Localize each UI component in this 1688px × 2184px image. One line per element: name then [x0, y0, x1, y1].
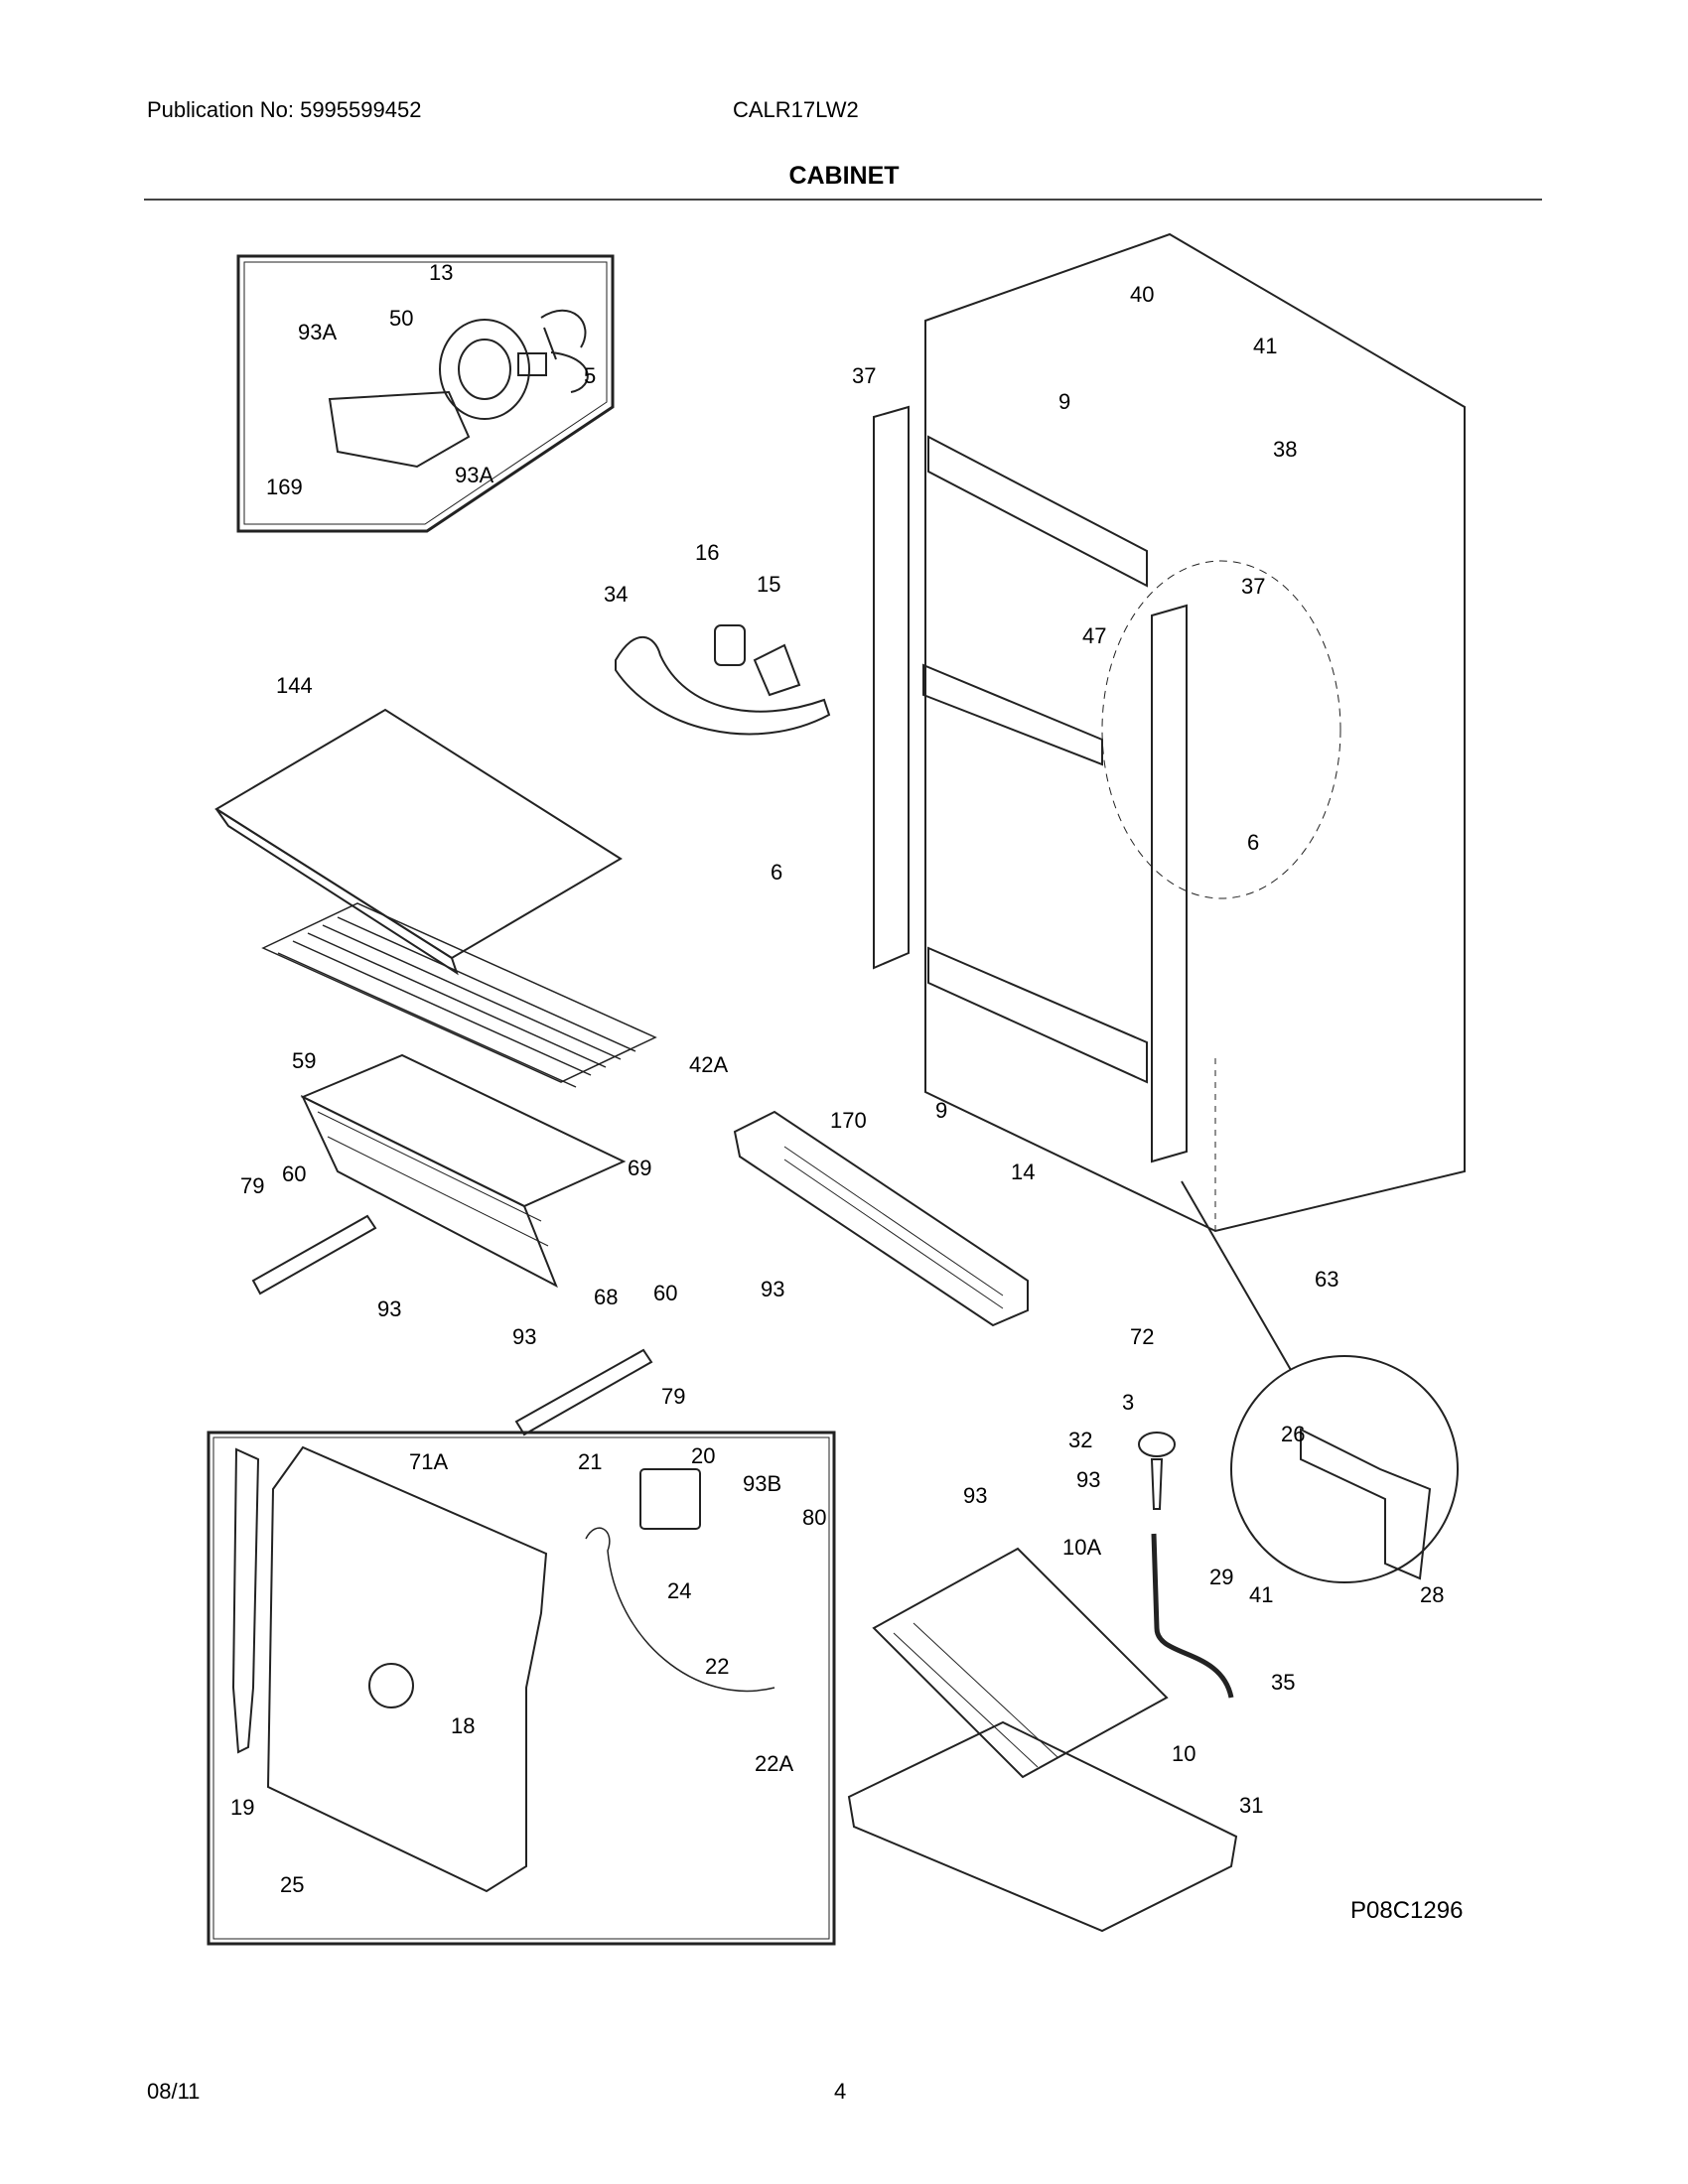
cabinet-body — [924, 232, 1466, 1233]
callout-93: 93 — [1076, 1467, 1100, 1492]
callout-144: 144 — [276, 673, 313, 698]
callout-10: 10 — [1172, 1741, 1196, 1766]
basket-slides-60 — [251, 1214, 653, 1436]
toe-grille-72 — [733, 1110, 1029, 1327]
callout-37: 37 — [1241, 574, 1265, 599]
callout-63: 63 — [1315, 1267, 1338, 1292]
callout-19: 19 — [230, 1795, 254, 1820]
door-frame — [873, 405, 1188, 1163]
callout-42a: 42A — [689, 1052, 728, 1077]
callout-26: 26 — [1281, 1422, 1305, 1446]
callout-3: 3 — [1122, 1390, 1134, 1415]
callout-10a: 10A — [1062, 1535, 1101, 1560]
page-title: CABINET — [788, 162, 900, 190]
callout-24: 24 — [667, 1578, 691, 1603]
callout-13: 13 — [429, 260, 453, 285]
callout-31: 31 — [1239, 1793, 1263, 1818]
callout-93: 93 — [761, 1277, 784, 1301]
light-socket-16-15 — [714, 624, 801, 697]
model-number: CALR17LW2 — [733, 97, 859, 122]
header-rule — [144, 199, 1542, 201]
fan-motor-inset — [236, 254, 615, 533]
evaporator-coil-10 — [872, 1547, 1169, 1779]
callout-72: 72 — [1130, 1324, 1154, 1349]
callout-25: 25 — [280, 1872, 304, 1897]
publication-number: Publication No: 5995599452 — [147, 97, 422, 122]
callout-93: 93 — [377, 1297, 401, 1321]
callout-93a: 93A — [455, 463, 493, 487]
callout-18: 18 — [451, 1713, 475, 1738]
callout-9: 9 — [935, 1098, 947, 1123]
callout-29: 29 — [1209, 1565, 1233, 1589]
callout-20: 20 — [691, 1443, 715, 1468]
callout-170: 170 — [830, 1108, 867, 1133]
callout-16: 16 — [695, 540, 719, 565]
callout-38: 38 — [1273, 437, 1297, 462]
callout-15: 15 — [757, 572, 780, 597]
evaporator-cover-inset — [207, 1431, 836, 1946]
callout-47: 47 — [1082, 623, 1106, 648]
page-number: 4 — [834, 2079, 847, 2104]
callout-169: 169 — [266, 475, 303, 499]
callout-80: 80 — [802, 1505, 826, 1530]
callout-22: 22 — [705, 1654, 729, 1679]
callout-9: 9 — [1058, 389, 1070, 414]
callout-93: 93 — [963, 1483, 987, 1508]
callout-6: 6 — [771, 860, 782, 885]
callout-71a: 71A — [409, 1449, 448, 1474]
publication-date: 08/11 — [147, 2079, 201, 2104]
callout-93b: 93B — [743, 1471, 781, 1496]
callout-35: 35 — [1271, 1670, 1295, 1695]
hinge-detail — [1181, 1180, 1459, 1583]
callout-34: 34 — [604, 582, 628, 607]
callout-37: 37 — [852, 363, 876, 388]
callout-41: 41 — [1249, 1582, 1273, 1607]
drain-pan-31 — [847, 1720, 1238, 1933]
callout-93a: 93A — [298, 320, 337, 344]
callout-79: 79 — [240, 1173, 264, 1198]
handle-34 — [615, 635, 831, 736]
callout-60: 60 — [653, 1281, 677, 1305]
callout-6: 6 — [1247, 830, 1259, 855]
callout-28: 28 — [1420, 1582, 1444, 1607]
callout-22a: 22A — [755, 1751, 793, 1776]
callout-93: 93 — [512, 1324, 536, 1349]
callout-59: 59 — [292, 1048, 316, 1073]
callout-41: 41 — [1253, 334, 1277, 358]
callout-60: 60 — [282, 1161, 306, 1186]
callout-5: 5 — [584, 363, 596, 388]
callout-32: 32 — [1068, 1428, 1092, 1452]
diagram-code: P08C1296 — [1350, 1897, 1463, 1924]
shelf-144 — [214, 708, 623, 976]
callout-40: 40 — [1130, 282, 1154, 307]
callout-50: 50 — [389, 306, 413, 331]
callout-68: 68 — [594, 1285, 618, 1309]
wire-shelf-42a — [261, 902, 657, 1088]
callout-69: 69 — [628, 1156, 651, 1180]
callout-14: 14 — [1011, 1160, 1035, 1184]
callout-79: 79 — [661, 1384, 685, 1409]
drain-tube-29 — [1138, 1432, 1234, 1699]
basket-59 — [300, 1053, 627, 1289]
callout-21: 21 — [578, 1449, 602, 1474]
